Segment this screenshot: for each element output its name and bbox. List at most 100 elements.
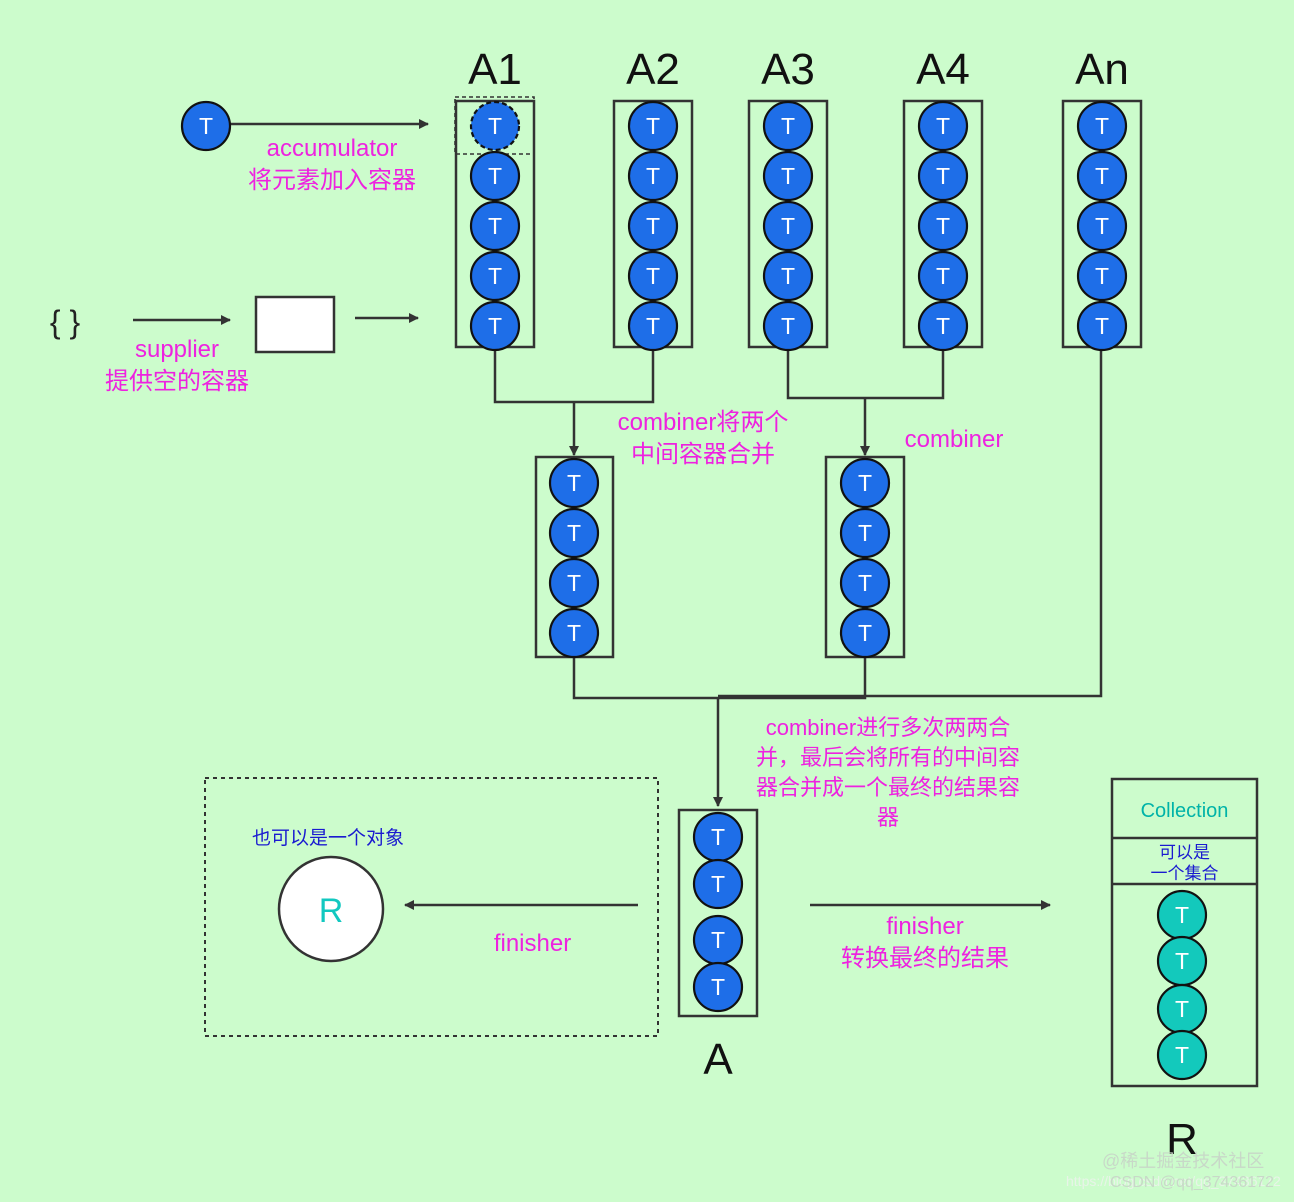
element-token-letter-merged-left-1: T (567, 470, 581, 496)
combiner-final-connector (572, 657, 867, 700)
element-token-letter-a3-5: T (781, 313, 795, 339)
element-token-merged-right-2 (839, 507, 891, 559)
element-token-letter-merged-right-4: T (858, 620, 872, 646)
column-title-a2: A2 (626, 45, 680, 94)
combiner-multi-line2: 并，最后会将所有的中间容 (755, 745, 1020, 770)
element-token-letter-an-3: T (1095, 213, 1109, 239)
column-title-a4: A4 (916, 45, 970, 94)
element-token-letter-a3-1: T (781, 113, 795, 139)
finisher-description: 转换最终的结果 (841, 945, 1009, 972)
element-token-a2-1 (627, 100, 679, 152)
element-token-a-final-4 (692, 961, 744, 1013)
element-token-letter-merged-left-2: T (567, 520, 581, 546)
element-token-a2-5 (627, 300, 679, 352)
combiner-a3-a4-connector (786, 347, 945, 400)
supplier-label: supplier (134, 336, 220, 363)
result-object-circle (277, 855, 385, 963)
element-token-letter-a4-1: T (936, 113, 950, 139)
combiner-multi-line3: 器合并成一个最终的结果容 (755, 775, 1020, 800)
element-token-letter-collection-3: T (1175, 996, 1189, 1022)
element-token-a-final-2 (692, 858, 744, 910)
element-token-letter-merged-left-4: T (567, 620, 581, 646)
collection-label: Collection (1140, 800, 1229, 822)
element-token-a2-3 (627, 200, 679, 252)
element-token-a4-5 (917, 300, 969, 352)
container-a-final (677, 808, 759, 1018)
element-token-letter-a-final-3: T (711, 927, 725, 953)
element-token-letter-a2-2: T (646, 163, 660, 189)
element-token-letter-collection-4: T (1175, 1042, 1189, 1068)
column-title-r-final: R (1166, 1115, 1198, 1164)
combiner-label: combiner (904, 426, 1004, 453)
element-token-letter-a-final-2: T (711, 871, 725, 897)
element-token-letter-a1-4: T (488, 263, 502, 289)
element-token-a4-2 (917, 150, 969, 202)
element-token-letter-a-final-1: T (711, 824, 725, 850)
element-token-letter-single-1: T (199, 113, 213, 139)
element-token-an-3 (1076, 200, 1128, 252)
supplier-braces: { } (49, 304, 81, 340)
element-token-a3-1 (762, 100, 814, 152)
element-token-a3-5 (762, 300, 814, 352)
result-object-letter: R (319, 892, 344, 930)
element-token-letter-a4-4: T (936, 263, 950, 289)
element-token-letter-a1-1: T (488, 113, 502, 139)
element-tokens: TTTTTTTTTTTTTTTTTTTTTTTTTTTTTTTTTTTTTTTT… (180, 100, 1208, 1081)
element-token-letter-an-2: T (1095, 163, 1109, 189)
element-token-letter-an-1: T (1095, 113, 1109, 139)
element-token-letter-a2-5: T (646, 313, 660, 339)
element-token-letter-an-4: T (1095, 263, 1109, 289)
element-token-an-4 (1076, 250, 1128, 302)
column-title-an: An (1075, 45, 1129, 94)
element-token-letter-a2-1: T (646, 113, 660, 139)
collection-note-line1: 可以是 (1159, 843, 1210, 862)
element-token-letter-a2-3: T (646, 213, 660, 239)
collection-box (1110, 777, 1259, 1088)
element-token-an-1 (1076, 100, 1128, 152)
finisher-right-label: finisher (886, 913, 964, 940)
combiner-pair-label-line1: combiner将两个 (617, 409, 789, 436)
element-token-a3-4 (762, 250, 814, 302)
element-token-a1-1 (469, 100, 521, 152)
column-title-a3: A3 (761, 45, 815, 94)
element-token-letter-a1-5: T (488, 313, 502, 339)
column-title-a1: A1 (468, 45, 522, 94)
element-token-letter-merged-right-3: T (858, 570, 872, 596)
column-title-a-final: A (703, 1035, 733, 1084)
collection-note-line2: 一个集合 (1150, 864, 1219, 883)
element-token-a3-3 (762, 200, 814, 252)
element-token-letter-a-final-4: T (711, 974, 725, 1000)
element-token-a1-4 (469, 250, 521, 302)
combiner-multi-line1: combiner进行多次两两合 (765, 715, 1011, 740)
element-token-letter-collection-1: T (1175, 902, 1189, 928)
watermark-csdn: CSDN @qq_37436172 (1110, 1174, 1274, 1191)
element-token-letter-a4-5: T (936, 313, 950, 339)
element-token-a4-3 (917, 200, 969, 252)
element-token-a2-4 (627, 250, 679, 302)
element-token-an-5 (1076, 300, 1128, 352)
element-token-collection-4 (1156, 1029, 1208, 1081)
element-token-merged-left-3 (548, 557, 600, 609)
element-token-a4-1 (917, 100, 969, 152)
element-token-letter-a1-2: T (488, 163, 502, 189)
element-token-merged-left-2 (548, 507, 600, 559)
element-token-letter-a3-3: T (781, 213, 795, 239)
element-token-a1-2 (469, 150, 521, 202)
finisher-left-label: finisher (493, 930, 572, 957)
element-token-letter-a3-2: T (781, 163, 795, 189)
element-token-letter-an-5: T (1095, 313, 1109, 339)
combiner-multi-line4: 器 (876, 805, 899, 830)
object-result-box (204, 777, 659, 1037)
element-token-a2-2 (627, 150, 679, 202)
element-token-letter-a2-4: T (646, 263, 660, 289)
element-token-an-2 (1076, 150, 1128, 202)
element-token-a1-5 (469, 300, 521, 352)
object-note: 也可以是一个对象 (252, 828, 405, 849)
element-token-letter-a4-2: T (936, 163, 950, 189)
empty-container (254, 295, 336, 354)
element-token-a3-2 (762, 150, 814, 202)
element-token-a4-4 (917, 250, 969, 302)
element-token-merged-left-4 (548, 607, 600, 659)
